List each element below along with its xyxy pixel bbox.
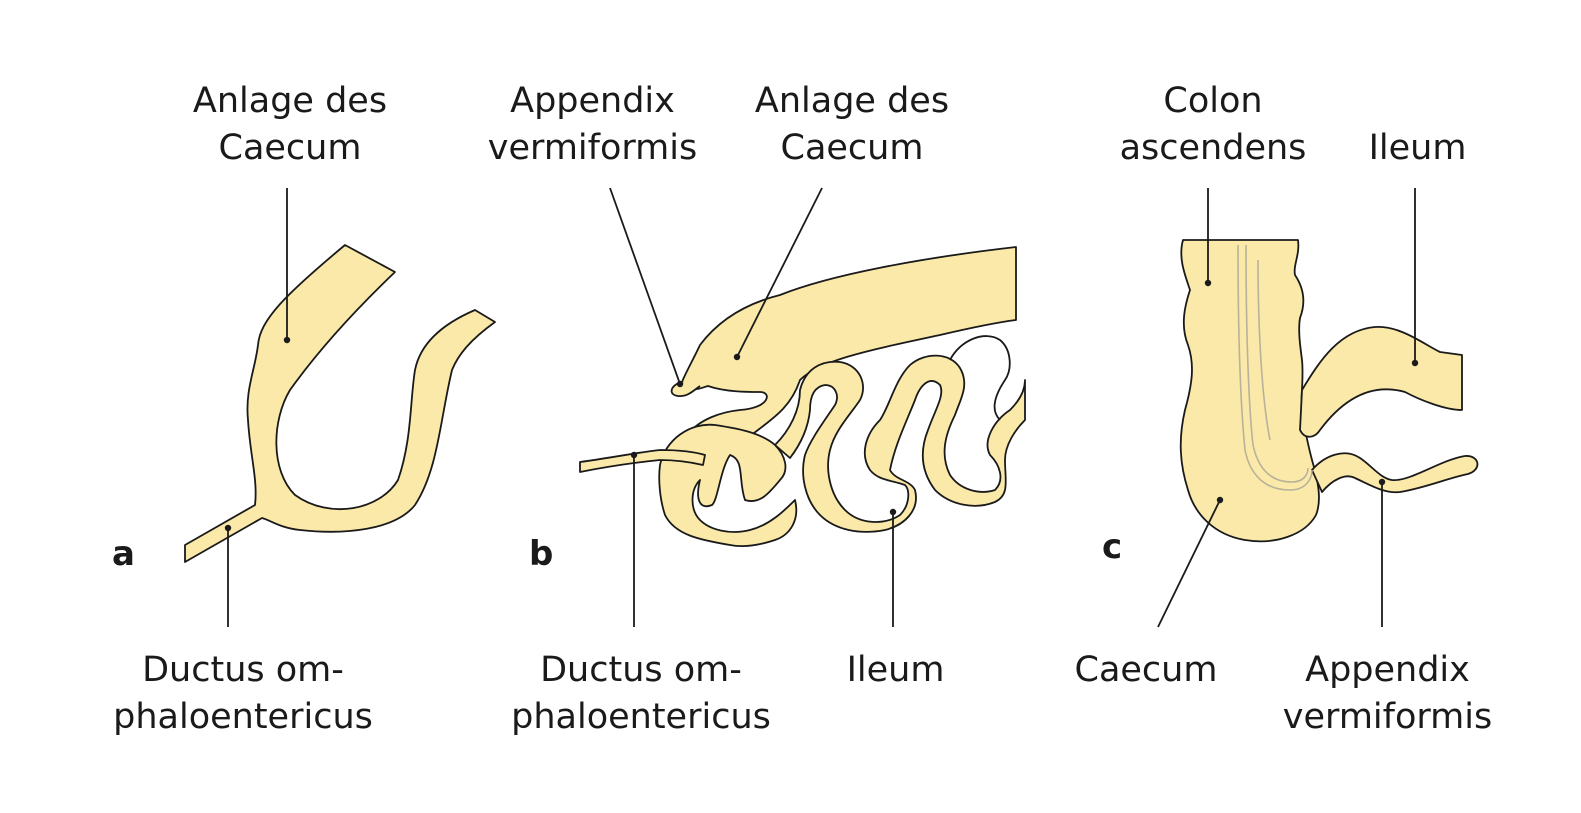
leader-b-appendix [609,187,681,385]
label-b-anlage-des-caecum: Anlage des Caecum [754,81,950,168]
label-c-appendix-vermiformis: Appendix vermiformis [1282,650,1493,737]
leader-dots [224,279,1419,532]
leader-lines [227,187,1416,628]
panel-b-gut-coils [579,246,1026,548]
label-c-ileum: Ileum [1368,128,1467,168]
leader-c-caecum [1157,499,1221,628]
leader-b-anlage [736,187,823,358]
panel-letter-a: a [112,534,135,574]
label-b-ileum: Ileum [846,650,945,690]
panel-a-gut-loop [184,244,496,563]
label-c-caecum: Caecum [1074,650,1218,690]
panel-c-fold-lines [1237,244,1313,491]
panel-letter-b: b [529,534,554,574]
label-b-appendix-vermiformis: Appendix vermiformis [487,81,698,168]
panel-c-caecum-colon [1179,239,1479,543]
label-b-ductus-omphaloentericus: Ductus om- phaloentericus [511,650,771,737]
label-c-colon-ascendens: Colon ascendens [1119,81,1307,168]
panel-letter-c: c [1102,527,1123,567]
label-a-anlage-des-caecum: Anlage des Caecum [192,81,388,168]
label-a-ductus-omphaloentericus: Ductus om- phaloentericus [113,650,373,737]
